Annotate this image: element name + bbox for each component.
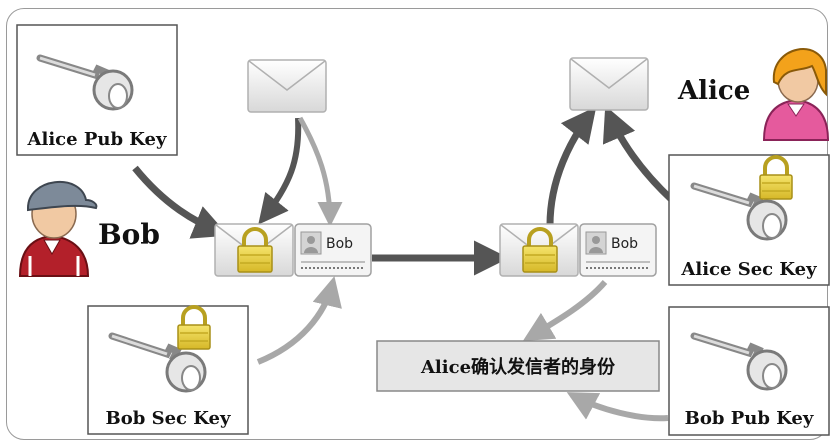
- arrow-card-to-verify: [522, 280, 608, 342]
- arrow-bob-envelope-to-locked: [258, 117, 302, 225]
- alice-name: Alice: [677, 76, 750, 106]
- alice-avatar: Alice: [677, 48, 830, 141]
- avatar: [592, 236, 600, 244]
- bob-signature-card: Bob: [294, 223, 372, 277]
- bob-icon: [18, 180, 98, 277]
- padlock-icon: [759, 155, 793, 200]
- alice-received-package: [499, 223, 579, 277]
- alice-pub-key-box: Alice Pub Key: [16, 24, 178, 156]
- alice-sec-key-label: Alice Sec Key: [680, 259, 817, 280]
- arrow-alicepub-to-envelope: [132, 165, 229, 239]
- padlock-icon: [177, 305, 211, 350]
- verify-identity-box: Alice确认发信者的身份: [376, 340, 660, 392]
- card-name: Bob: [326, 236, 353, 252]
- alice-sec-key-box: Alice Sec Key: [668, 154, 830, 286]
- card-name: Bob: [611, 236, 638, 252]
- verify-label: Alice确认发信者的身份: [420, 356, 616, 378]
- avatar: [307, 236, 315, 244]
- arrow-bobsec-to-card: [256, 276, 342, 365]
- bob-encrypted-package: [214, 223, 294, 277]
- arrow-alicesec-to-alice-envelope: [602, 105, 675, 203]
- bob-pub-key-box: Bob Pub Key: [668, 306, 830, 436]
- bob-sec-key-label: Bob Sec Key: [106, 408, 231, 429]
- alice-icon: [762, 48, 830, 141]
- key-icon: [108, 332, 207, 393]
- arrow-bobpub-to-verify: [566, 392, 669, 422]
- alice-pub-key-label: Alice Pub Key: [27, 129, 167, 150]
- arrow-bob-envelope-to-card: [297, 116, 343, 227]
- padlock-icon: [237, 227, 273, 273]
- key-icon: [36, 54, 134, 111]
- padlock-icon: [522, 227, 558, 273]
- alice-message-envelope: [569, 57, 649, 111]
- arrow-locked-to-alice-envelope: [546, 106, 597, 226]
- bob-avatar: Bob: [18, 180, 160, 277]
- bob-message-envelope: [247, 59, 327, 113]
- received-signature-card: Bob: [579, 223, 657, 277]
- bob-pub-key-label: Bob Pub Key: [685, 408, 814, 429]
- bob-name: Bob: [98, 218, 160, 251]
- key-icon: [690, 332, 788, 391]
- key-icon: [690, 182, 788, 241]
- arrows: [132, 105, 675, 422]
- bob-sec-key-box: Bob Sec Key: [87, 305, 249, 435]
